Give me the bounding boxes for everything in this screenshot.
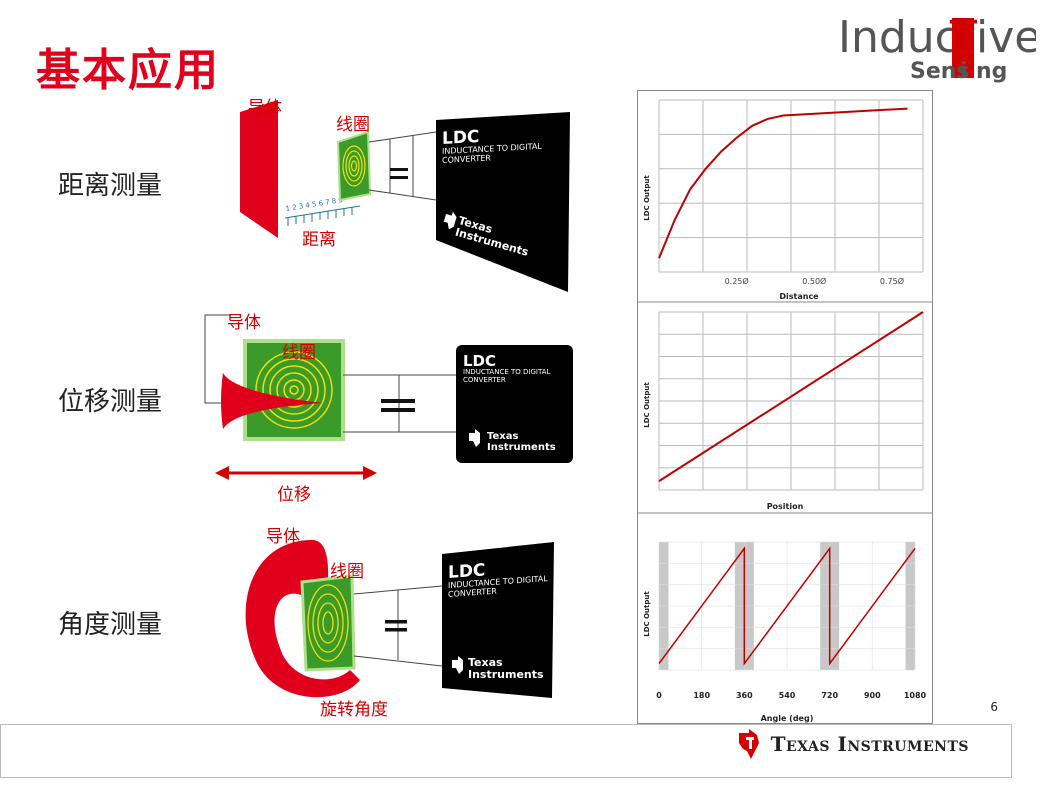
- distance-ldc-sub2: CONVERTER: [442, 153, 491, 165]
- angle-conductor-ring: [245, 540, 360, 698]
- displacement-ti-line1: Texas: [487, 431, 518, 442]
- displacement-motion-label: 位移: [277, 485, 311, 505]
- row-label-displacement: 位移测量: [58, 387, 163, 417]
- chart-distance: 0.25Ø 0.50Ø 0.75Ø Distance LDC Output: [643, 99, 924, 301]
- distance-ruler: 1 2 3 4 5 6 7 8 9: [284, 196, 361, 226]
- angle-ti-icon: [452, 656, 463, 674]
- displacement-coil-board: [243, 339, 345, 441]
- distance-motion-label: 距离: [302, 230, 336, 250]
- displacement-ti-icon: [469, 429, 480, 447]
- chart-distance-xlabel: Distance: [779, 292, 819, 301]
- chart-angle-xtick-label: 180: [693, 691, 710, 700]
- chart-angle-ylabel: LDC Output: [643, 591, 651, 637]
- displacement-ldc-box: [456, 345, 573, 463]
- chart-angle-xtick-label: 0: [656, 691, 662, 700]
- distance-diagram: 1 2 3 4 5 6 7 8 9 LDC INDUCTANCE TO DIGI…: [240, 100, 570, 292]
- logo-word-sub-i: i: [960, 59, 968, 84]
- chart-position-series-line: [658, 311, 924, 482]
- chart-angle: 0 180 360 540 720 900 1080 Angle (deg) LDC Out…: [643, 541, 927, 723]
- angle-equal-bottom: [385, 628, 407, 632]
- chart-distance-series-line: [658, 107, 908, 259]
- distance-ldc-title: LDC: [442, 127, 479, 149]
- displacement-arrow: [215, 466, 377, 480]
- logo-word-sub-end: ng: [976, 59, 1007, 84]
- row-label-distance: 距离测量: [58, 171, 163, 201]
- page-number: 6: [990, 700, 998, 714]
- chart-angle-xtick-label: 900: [864, 691, 881, 700]
- angle-coil-label: 线圈: [330, 562, 364, 582]
- angle-wires: [353, 585, 443, 667]
- inductive-sensing-logo: Induc T ive Sens i ng: [838, 12, 1036, 84]
- displacement-equal-top: [381, 399, 415, 403]
- chart-angle-xtick-label: 540: [779, 691, 796, 700]
- distance-conductor-plate: [240, 100, 278, 238]
- footer-bar: Texas Instruments: [0, 724, 1012, 778]
- displacement-coil-label: 线圈: [282, 343, 316, 363]
- charts-svg: 0.25Ø 0.50Ø 0.75Ø Distance LDC Output Posi…: [637, 99, 933, 723]
- angle-equal-top: [385, 620, 407, 624]
- chart-position: Position LDC Output: [643, 311, 924, 511]
- distance-coil-label: 线圈: [336, 115, 370, 135]
- angle-diagram: LDC INDUCTANCE TO DIGITAL CONVERTER Texa…: [245, 540, 554, 698]
- chart-angle-xtick-label: 1080: [904, 691, 927, 700]
- angle-ldc-title: LDC: [448, 560, 485, 583]
- angle-coil-board: [300, 574, 356, 672]
- distance-coil-board: [336, 130, 372, 202]
- chart-distance-xtick-label: 0.50Ø: [802, 276, 826, 286]
- chart-distance-ylabel: LDC Output: [643, 175, 651, 221]
- angle-ti-line2: Instruments: [468, 668, 544, 681]
- logo-word-end: ive: [976, 12, 1036, 63]
- distance-equal-bottom: [390, 176, 408, 179]
- displacement-ldc-sub2: CONVERTER: [463, 376, 506, 384]
- footer-brand-text: Texas Instruments: [770, 732, 969, 756]
- chart-position-grid: [658, 311, 924, 491]
- displacement-bracket: [204, 314, 231, 404]
- displacement-ti-line2: Instruments: [487, 442, 556, 453]
- displacement-conductor-label: 导体: [227, 313, 261, 333]
- angle-motion-label: 旋转角度: [320, 700, 388, 720]
- chart-angle-xtick-label: 360: [736, 691, 753, 700]
- distance-conductor-label: 导体: [248, 98, 282, 118]
- distance-ti-icon: [443, 211, 457, 230]
- chart-angle-xlabel: Angle (deg): [761, 714, 814, 723]
- row-label-angle: 角度测量: [58, 610, 163, 640]
- displacement-equal-bottom: [381, 408, 415, 412]
- displacement-ldc-title: LDC: [463, 352, 496, 370]
- displacement-conductor-wedge: [221, 373, 323, 429]
- angle-conductor-label: 导体: [266, 527, 300, 547]
- displacement-ldc-sub1: INDUCTANCE TO DIGITAL: [463, 368, 550, 376]
- chart-distance-xtick-label: 0.75Ø: [880, 276, 904, 286]
- page-title: 基本应用: [36, 45, 220, 96]
- angle-ti-line1: Texas: [468, 656, 503, 669]
- angle-ldc-box: [442, 542, 554, 698]
- logo-word-sub: Sens: [910, 59, 970, 84]
- ti-state-icon: [738, 729, 759, 759]
- logo-word-t: T: [949, 12, 977, 63]
- distance-ldc-box: [436, 112, 570, 292]
- chart-distance-grid: [658, 99, 924, 273]
- distance-coil-spiral: [342, 145, 366, 187]
- logo-word-main: Induc: [838, 12, 959, 63]
- chart-position-ylabel: LDC Output: [643, 382, 651, 428]
- distance-wires: [368, 131, 437, 201]
- distance-equal-top: [390, 168, 408, 171]
- footer-ti-logo: Texas Instruments: [737, 729, 969, 759]
- displacement-wires: [343, 374, 457, 433]
- chart-angle-xtick-label: 720: [821, 691, 838, 700]
- chart-angle-series-line: [658, 546, 916, 666]
- displacement-diagram: LDC INDUCTANCE TO DIGITAL CONVERTER Texa…: [204, 314, 573, 480]
- chart-distance-xtick-label: 0.25Ø: [725, 276, 749, 286]
- angle-coil-spiral: [307, 584, 349, 662]
- chart-position-xlabel: Position: [767, 502, 804, 511]
- angle-ldc-sub2: CONVERTER: [448, 587, 497, 599]
- logo-t-bar: [952, 18, 974, 78]
